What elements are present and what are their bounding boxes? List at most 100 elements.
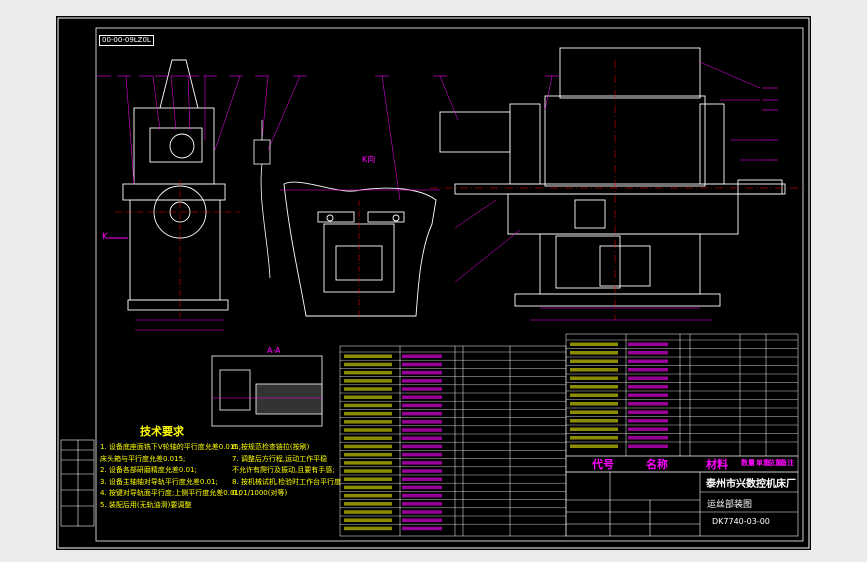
bom-cell-text-mark (570, 376, 618, 380)
bom-cell-text-mark (570, 393, 618, 397)
bom-cell-text-mark (628, 419, 668, 423)
bom-cell-text-mark (344, 477, 392, 481)
aa-section-detail (211, 355, 323, 427)
bom-header-cell: 名称 (646, 458, 668, 471)
bom-cell-text-mark (344, 485, 392, 490)
bom-cell-text-mark (570, 402, 618, 406)
bom-cell-text-mark (344, 444, 392, 449)
bom-cell-text-mark (628, 351, 668, 355)
bom-cell-text-mark (570, 368, 618, 372)
bom-header-cell: 材料 (706, 458, 728, 471)
bom-cell-text-mark (570, 359, 618, 363)
bom-cell-text-mark (402, 502, 442, 506)
tech-note: 1. 设备底座面铣下V轮轴的平行度允差0.015; (100, 443, 242, 451)
bom-cell-text-mark (570, 342, 618, 346)
bom-cell-text-mark (570, 427, 618, 431)
tech-note: 3. 设备主轴轴对导轨平行度允差0.01; (100, 477, 218, 486)
bom-cell-text-mark (344, 387, 392, 391)
bom-right-rows (566, 339, 798, 448)
k-view-label: K向 (362, 155, 376, 164)
bom-cell-text-mark (628, 368, 668, 372)
bom-left-rows (340, 351, 566, 531)
bom-cell-text-mark (344, 428, 392, 432)
drawing-name: 运丝部装图 (707, 500, 753, 510)
bom-header-cell: 代号 (592, 458, 614, 471)
bom-cell-text-mark (402, 411, 442, 416)
margin-stamp-blocks (60, 439, 95, 527)
tech-note: 7. 调整后方行程,运动工作平稳 (232, 454, 328, 463)
bom-header-cell: 单重 (756, 459, 770, 467)
bom-cell-text-mark (570, 351, 618, 355)
front-view (430, 47, 805, 321)
bom-cell-text-mark (344, 411, 392, 416)
bom-cell-text-mark (570, 410, 618, 414)
title-block (565, 471, 799, 537)
tech-note: 2. 设备各部研磨精度允差0.01; (100, 466, 197, 474)
bom-header-cell: 总重 (768, 459, 782, 467)
tech-note: 0.01/1000(对等) (232, 489, 288, 497)
bom-cell-text-mark (344, 379, 392, 383)
part-callouts (97, 75, 778, 161)
bom-cell-text-mark (344, 395, 392, 399)
tech-requirements-title: 技术要求 (140, 425, 184, 438)
bom-cell-text-mark (402, 469, 442, 473)
bom-cell-text-mark (570, 419, 618, 423)
k-arrow-label: K (102, 232, 108, 242)
bom-header-cell: 备注 (780, 459, 794, 467)
bom-cell-text-mark (628, 376, 668, 380)
bom-cell-text-mark (344, 518, 392, 522)
bom-cell-text-mark (402, 493, 442, 498)
bom-cell-text-mark (402, 444, 442, 449)
bom-cell-text-mark (628, 436, 668, 440)
left-side-view (108, 59, 301, 331)
bom-cell-text-mark (570, 444, 618, 448)
bom-cell-text-mark (344, 452, 392, 457)
bom-cell-text-mark (628, 342, 668, 346)
bom-cell-text-mark (402, 452, 442, 457)
bom-cell-text-mark (344, 403, 392, 408)
bom-cell-text-mark (402, 395, 442, 399)
bom-cell-text-mark (628, 393, 668, 397)
bom-cell-text-mark (344, 420, 392, 424)
drawing-number: DK7740-03-00 (712, 517, 770, 526)
tech-note: 8. 按机械试机,检验时工作台平行度 (232, 477, 342, 486)
company-name: 泰州市兴数控机床厂 (706, 479, 796, 490)
bom-cell-text-mark (344, 461, 392, 465)
tech-note: 4. 按键对导轨面平行度;上侧平行度允差0.01; (100, 489, 242, 497)
bom-cell-text-mark (344, 436, 392, 440)
bom-cell-text-mark (344, 469, 392, 473)
bom-cell-text-mark (402, 428, 442, 432)
drawing-code-tag: 00-00-09LZ0L (99, 35, 154, 46)
tech-note: 不允许有爬行及振动,且要有手感; (232, 466, 335, 474)
drawing-canvas (56, 16, 811, 550)
bom-cell-text-mark (628, 402, 668, 406)
bom-cell-text-mark (402, 379, 442, 383)
bom-cell-text-mark (402, 461, 442, 465)
bom-cell-text-mark (402, 477, 442, 481)
bom-cell-text-mark (570, 436, 618, 440)
bom-cell-text-mark (402, 354, 442, 358)
bom-cell-text-mark (628, 385, 668, 389)
bom-cell-text-mark (570, 385, 618, 389)
bom-cell-text-mark (402, 436, 442, 440)
outer-frame (57, 17, 810, 549)
tech-note: 床头箱与平行度允差0.015; (100, 454, 186, 463)
bom-cell-text-mark (402, 526, 442, 531)
aa-section-label: A-A (267, 346, 281, 355)
bom-cell-text-mark (402, 485, 442, 490)
bom-cell-text-mark (628, 427, 668, 431)
bom-cell-text-mark (628, 444, 668, 448)
bom-cell-text-mark (628, 410, 668, 414)
bom-cell-text-mark (344, 370, 392, 375)
tech-note: 5. 装配后用(无轨油滑)要调整 (100, 500, 192, 509)
bom-header-cell: 数量 (741, 459, 755, 467)
bom-cell-text-mark (344, 510, 392, 514)
bom-cell-text-mark (402, 370, 442, 375)
bom-cell-text-mark (402, 403, 442, 408)
bom-cell-text-mark (344, 493, 392, 498)
bom-cell-text-mark (344, 502, 392, 506)
bom-cell-text-mark (402, 510, 442, 514)
k-view (280, 75, 440, 320)
tech-note: 6. 按规范检查链拉(按刷) (232, 443, 310, 451)
